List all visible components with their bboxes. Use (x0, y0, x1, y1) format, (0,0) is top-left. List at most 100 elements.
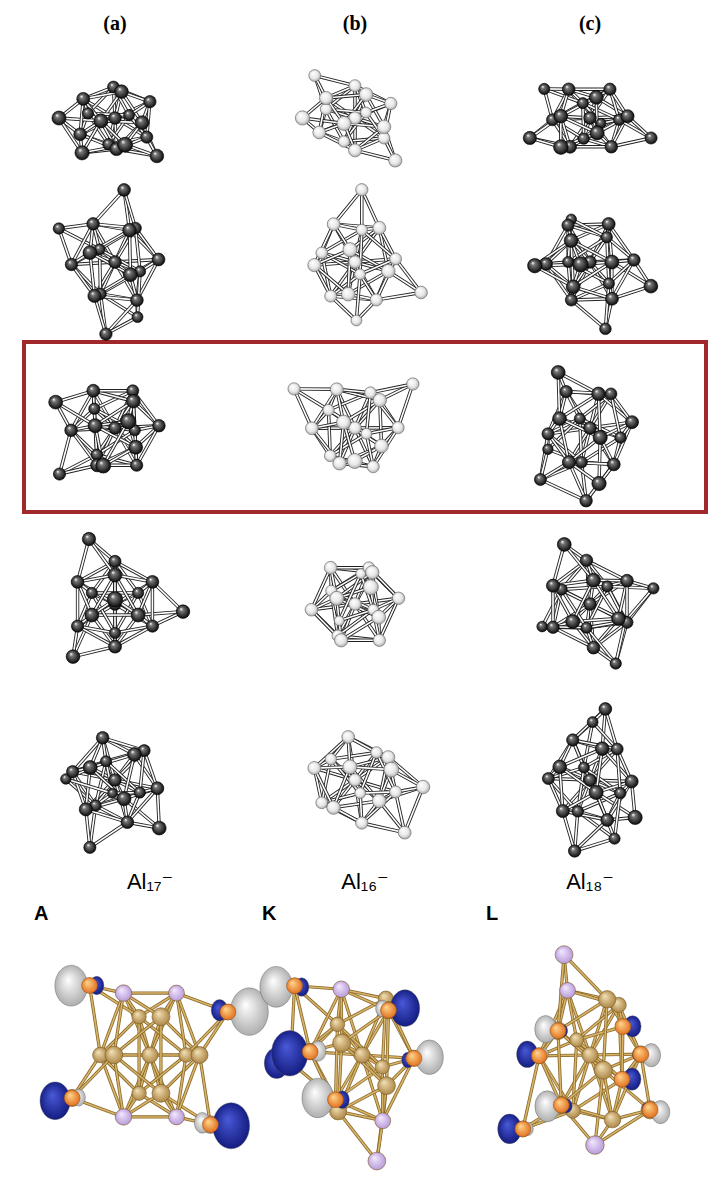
bond (615, 793, 621, 839)
atom (370, 294, 382, 306)
atom (568, 845, 580, 857)
atom (135, 116, 149, 130)
bond (362, 792, 396, 823)
bond (605, 283, 608, 328)
atom (295, 111, 309, 125)
atom-balls (308, 184, 428, 326)
atom (141, 131, 153, 143)
atom (319, 91, 332, 104)
atom (65, 424, 78, 437)
atom (121, 414, 136, 429)
bond (360, 752, 376, 793)
atom (121, 816, 134, 829)
atom (359, 88, 373, 102)
atom (565, 294, 577, 306)
atom (117, 792, 131, 806)
atom-balls (66, 532, 190, 663)
bond-sticks (66, 738, 159, 848)
atom (371, 747, 383, 759)
atom (83, 246, 97, 260)
bond (614, 422, 632, 464)
atom (554, 140, 569, 155)
atom (562, 219, 574, 231)
atom (94, 114, 108, 128)
highlight-frame (24, 342, 706, 512)
atom (551, 365, 565, 379)
atom (584, 112, 597, 125)
atom-balls (288, 378, 419, 473)
atom (580, 494, 593, 507)
atom (523, 131, 536, 144)
atom (553, 760, 567, 774)
atom (534, 473, 546, 485)
bond (356, 274, 360, 320)
atom (563, 256, 574, 267)
atom (367, 461, 379, 473)
atom (415, 286, 428, 299)
bond (93, 190, 124, 224)
atom (349, 80, 361, 92)
bond (331, 752, 377, 759)
bond (376, 292, 421, 299)
atom (71, 620, 83, 632)
atom (547, 621, 559, 633)
atom (356, 184, 368, 196)
atom (337, 116, 351, 130)
bond-sticks (59, 87, 157, 156)
atom-balls (295, 70, 402, 167)
atom (86, 587, 97, 598)
atom (586, 573, 600, 587)
bond (59, 430, 71, 474)
atom-balls (49, 384, 166, 480)
atom (71, 576, 84, 589)
bond (586, 464, 614, 500)
atom (49, 395, 63, 409)
atom-balls (537, 538, 659, 670)
atom (381, 264, 395, 278)
bond-sticks (314, 737, 423, 833)
bond (614, 422, 632, 464)
atom (372, 610, 386, 624)
bond (578, 768, 584, 812)
atom (584, 774, 597, 787)
bond (398, 384, 413, 428)
atom (567, 734, 579, 746)
atom-balls (523, 83, 657, 154)
bond (356, 274, 360, 320)
atom (146, 620, 158, 632)
bond (580, 419, 582, 463)
atom (576, 456, 588, 468)
atom (566, 615, 580, 629)
atom (128, 748, 142, 762)
atom (83, 761, 97, 775)
bond (540, 479, 586, 500)
atom (84, 841, 96, 853)
atom (580, 554, 592, 566)
bond (548, 392, 566, 434)
atom-balls (305, 561, 405, 647)
atom-cluster (523, 83, 657, 154)
atom (625, 775, 638, 788)
atom (132, 312, 143, 323)
atom (65, 258, 77, 270)
atom (621, 574, 634, 587)
atom (592, 476, 606, 490)
atom (615, 787, 626, 798)
atom (377, 120, 391, 134)
atom (648, 583, 659, 594)
atom (131, 608, 145, 622)
bond-sticks (542, 544, 653, 663)
atom (599, 703, 612, 716)
atom (313, 126, 326, 139)
atom (53, 223, 64, 234)
atom (118, 184, 131, 197)
atom-cluster (53, 184, 165, 341)
atom (584, 598, 597, 611)
atom (384, 762, 399, 777)
atom (288, 383, 300, 395)
atom (316, 797, 328, 809)
atom (602, 581, 613, 592)
atom (144, 96, 156, 108)
atom (392, 422, 404, 434)
atom (123, 223, 137, 237)
